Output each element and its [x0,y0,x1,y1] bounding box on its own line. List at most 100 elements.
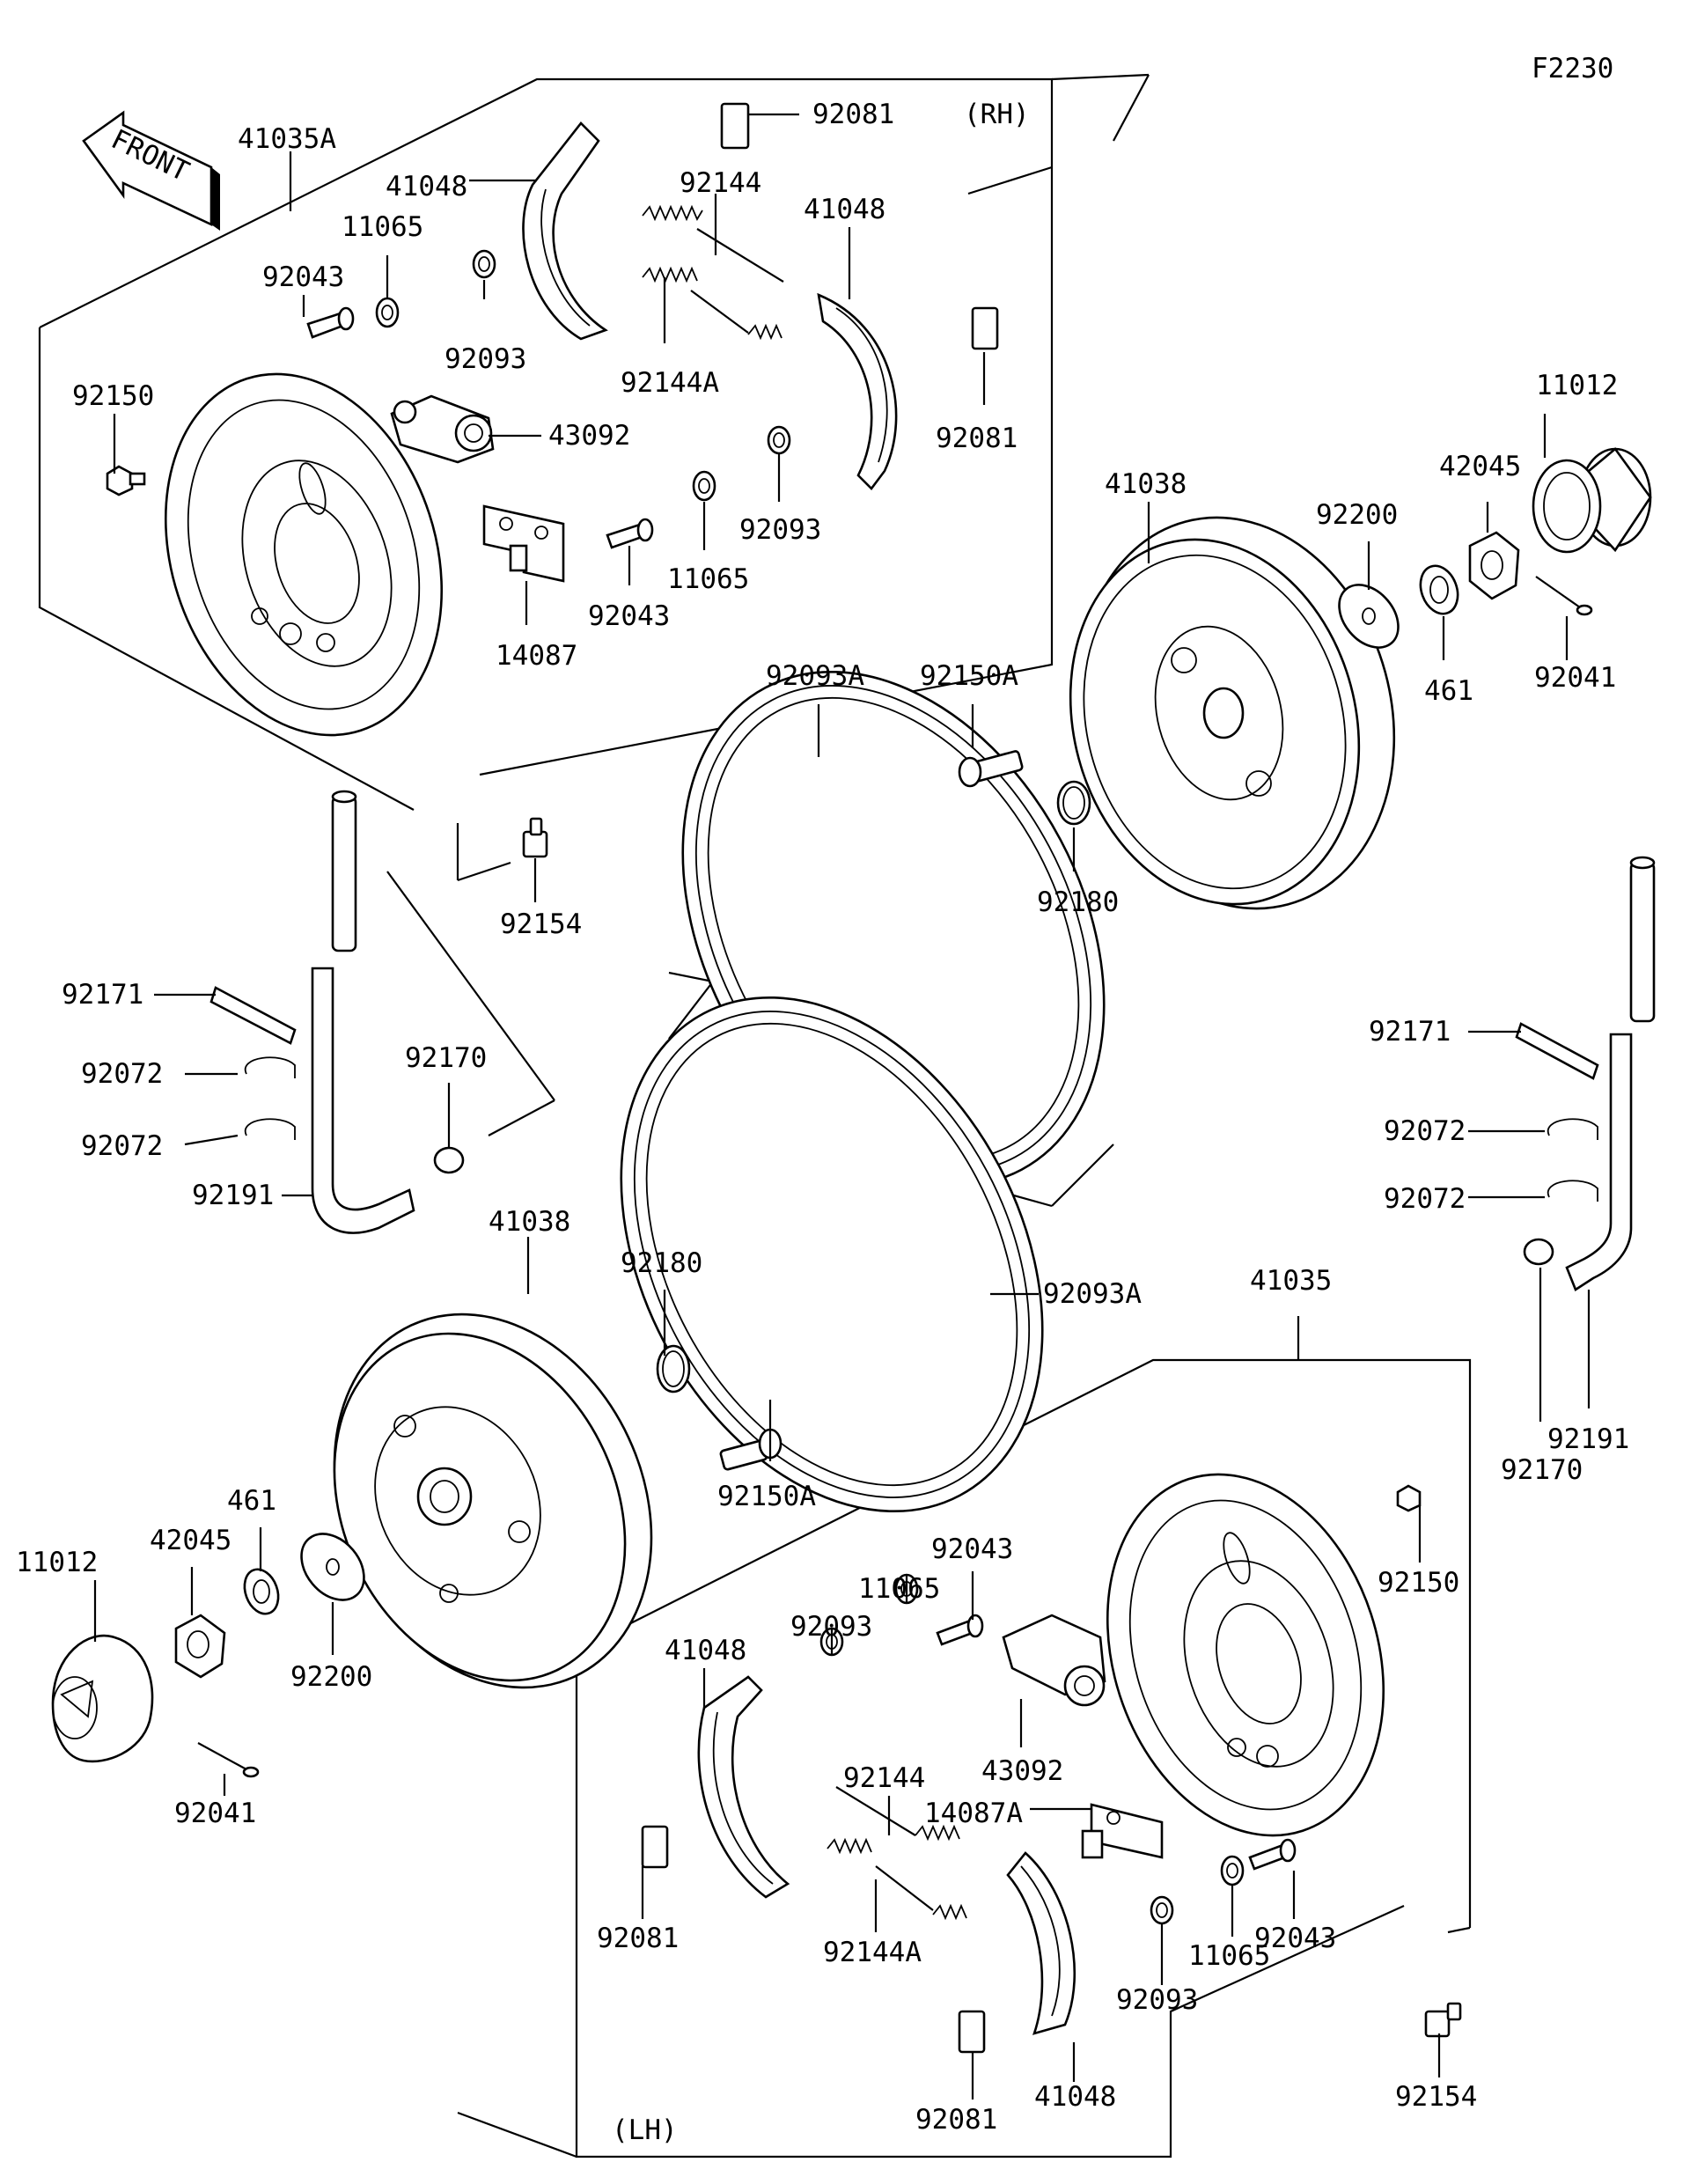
pin-92043-lh-b [1248,1838,1297,1871]
label-92093: 92093 [739,514,821,546]
brake-hose-lh-side [311,790,415,1234]
label-14087: 14087 [496,640,577,672]
label-42045: 42045 [150,1525,231,1556]
label-92093: 92093 [1116,1984,1198,2016]
cotter-pin-rh [1535,576,1593,616]
clips-92081 [641,102,999,2054]
label-92093A: 92093A [766,660,864,692]
pin-92043-rh-a [306,306,355,339]
bracket-14087a [1081,1803,1164,1859]
label-92144: 92144 [843,1762,925,1794]
label-43092: 43092 [548,420,630,452]
hose-clips-92170 [433,1146,1554,1266]
label-92150A: 92150A [717,1481,816,1512]
seal-92093a-lower [620,996,1044,1513]
leader-lines [93,113,1591,2099]
side-label-lh: (LH) [612,2114,678,2146]
label-92041: 92041 [174,1798,256,1829]
label-92154: 92154 [1395,2081,1477,2113]
stud-92150a-rh [958,750,1024,788]
screw-92150-rh [106,465,146,496]
washer-92200-lh [300,1533,365,1601]
label-92072: 92072 [1384,1115,1466,1147]
side-label-rh: (RH) [964,99,1030,130]
label-41038: 41038 [1105,468,1187,500]
label-41035A: 41035A [238,123,336,155]
label-92043: 92043 [262,261,344,293]
label-92200: 92200 [1316,499,1398,531]
label-42045: 42045 [1439,451,1521,482]
spring-92144a-rh [642,266,783,341]
brake-drum-lh [333,1313,653,1689]
label-92170: 92170 [405,1042,487,1074]
brake-drum-rh [1069,516,1396,910]
front-arrow-icon: FRONT [82,110,220,231]
label-92081: 92081 [915,2104,997,2136]
washer-461-lh [243,1568,280,1615]
label-92144A: 92144A [621,367,719,399]
hub-cap-lh [51,1634,154,1763]
backing-plate-rh [164,372,444,737]
pin-92043-rh-b [606,518,654,549]
label-92171: 92171 [62,979,143,1011]
label-41048: 41048 [665,1635,746,1666]
label-92081: 92081 [812,99,894,130]
backing-plate-lh [1106,1473,1385,1837]
label-92043: 92043 [1254,1923,1336,1954]
label-92072: 92072 [81,1130,163,1162]
label-11065: 11065 [1188,1940,1270,1972]
castle-nut-rh [1468,531,1520,600]
label-92093: 92093 [790,1611,872,1643]
label-41035: 41035 [1250,1265,1332,1297]
washer-461-rh [1419,564,1459,615]
spring-92144a-lh [827,1837,967,1921]
hub-cap-rh [1532,447,1652,554]
pin-92043-lh-a [936,1614,984,1646]
label-11012: 11012 [16,1547,98,1578]
label-92144: 92144 [680,167,761,199]
label-11065: 11065 [342,211,423,243]
spring-92144-rh [642,204,784,283]
label-92072: 92072 [1384,1183,1466,1215]
cotter-pin-lh [197,1742,260,1778]
o-ring-92180-lh [656,1344,691,1393]
label-92150: 92150 [72,380,154,412]
label-41048: 41048 [804,194,885,225]
label-92200: 92200 [290,1661,372,1693]
label-43092: 43092 [981,1755,1063,1787]
brake-shoe-lh-a [697,1675,790,1899]
label-11065: 11065 [858,1573,940,1605]
label-92081: 92081 [597,1923,679,1954]
label-92150: 92150 [1378,1567,1459,1599]
labels: F2230 (RH) (LH) 41035A 41048 92081 11065… [16,53,1629,2146]
brake-hose-rh-side [1565,856,1656,1291]
label-41048: 41048 [1034,2081,1116,2113]
castle-nut-lh [174,1614,226,1679]
label-92144A: 92144A [823,1937,922,1968]
label-92043: 92043 [931,1533,1013,1565]
label-92093A: 92093A [1043,1278,1142,1310]
label-92093: 92093 [445,343,526,375]
label-41038: 41038 [489,1206,570,1238]
brake-shoe-lh-b [1006,1851,1076,2035]
label-461: 461 [227,1485,276,1517]
label-11065: 11065 [667,563,749,595]
label-92072: 92072 [81,1058,163,1090]
bracket-14087 [482,504,565,583]
o-ring-92180-rh [1056,780,1091,826]
wheel-cylinder-lh [1002,1614,1106,1707]
washers-small [375,249,1245,1925]
label-92041: 92041 [1534,662,1616,694]
label-92170: 92170 [1501,1454,1583,1486]
label-92191: 92191 [1547,1423,1629,1455]
label-92180: 92180 [621,1247,702,1279]
bleeder-92154-rh [522,817,548,858]
label-92150A: 92150A [920,660,1018,692]
label-41048: 41048 [386,171,467,202]
label-92180: 92180 [1037,886,1119,918]
label-92043: 92043 [588,600,670,632]
washer-92200-rh [1338,584,1400,649]
label-92191: 92191 [192,1180,274,1211]
